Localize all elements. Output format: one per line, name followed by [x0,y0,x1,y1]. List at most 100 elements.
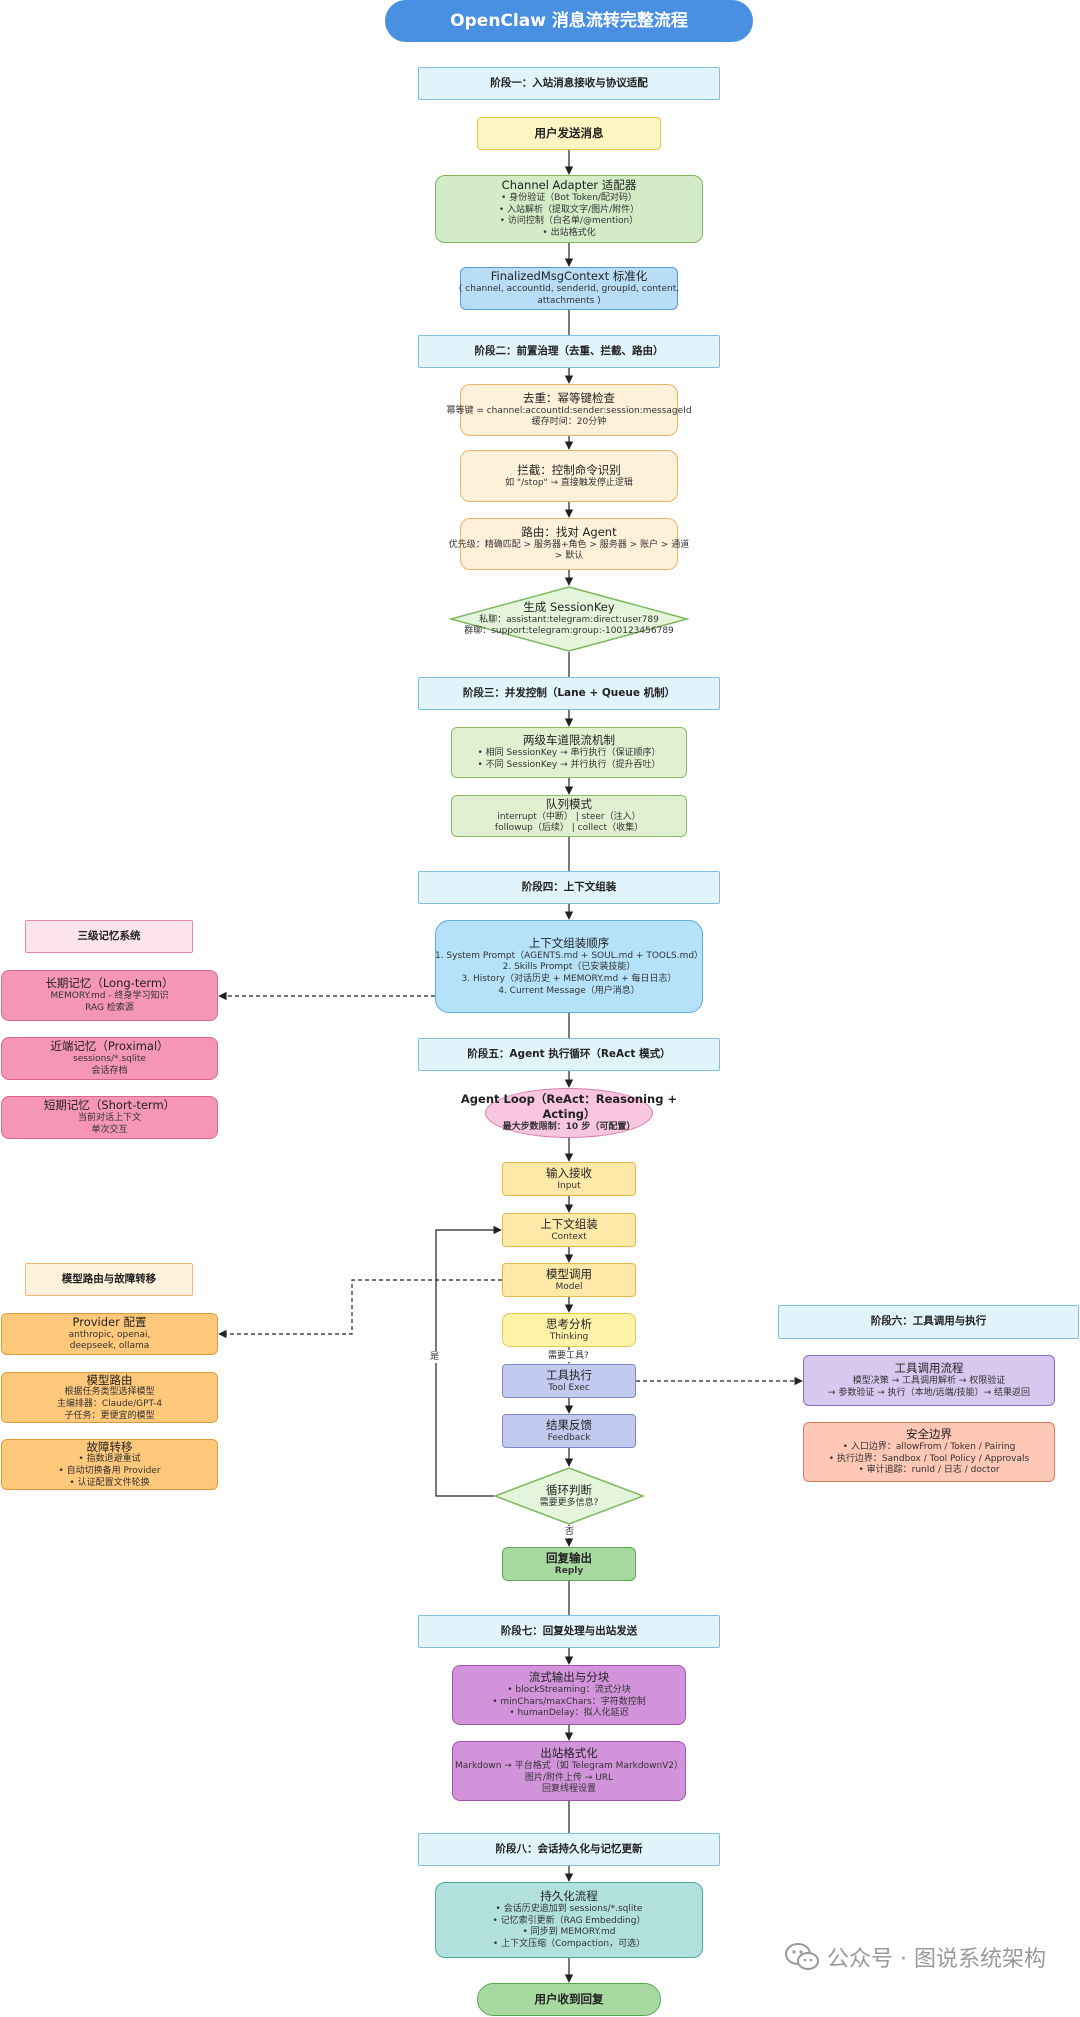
node-mem-short: 短期记忆（Short-term）当前对话上下文单次交互 [1,1096,218,1139]
node-line: 故障转移 [86,1439,133,1454]
node-line: 安全边界 [906,1427,952,1441]
node-line: Channel Adapter 适配器 [501,178,637,193]
node-streaming: 流式输出与分块• blockStreaming：流式分块• minChars/m… [452,1665,686,1725]
node-line: RAG 检索源 [85,1002,134,1013]
node-line: 缓存时间：20分钟 [531,417,607,428]
node-line: 出站格式化 [540,1746,598,1760]
node-line: Reply [554,1565,584,1576]
node-line: followup（后续） | collect（收集） [494,823,644,834]
node-line: 根据任务类型选择模型 [64,1387,155,1398]
node-line: 生成 SessionKey [523,599,615,614]
node-line: 三级记忆系统 [77,929,141,942]
node-line: 主编排器：Claude/GPT-4 [56,1399,163,1410]
node-line: 最大步数限制：10 步（可配置） [502,1122,636,1133]
node-line: • 自动切换备用 Provider [58,1466,161,1477]
node-line: MEMORY.md - 终身学习知识 [50,991,169,1002]
node-line: Context [551,1231,587,1242]
node-line: attachments ) [537,295,601,306]
node-line: Thinking [549,1331,589,1342]
edge-model-to-provider [218,1279,502,1339]
node-line: 4. Current Message（用户消息） [498,985,640,996]
node-line: • 访问控制（白名单/@mention） [499,216,639,227]
node-line: 持久化流程 [540,1889,598,1904]
node-line: 长期记忆（Long-term） [45,976,174,991]
node-line: ( channel, accountId, senderId, groupId,… [458,284,680,295]
node-line: 工具调用流程 [894,1361,964,1376]
node-line: 阶段一：入站消息接收与协议适配 [490,76,648,89]
node-line: Provider 配置 [72,1314,147,1329]
node-line: 幂等键 = channel:accountId:sender:session:m… [446,405,692,416]
node-line: 近端记忆（Proximal） [50,1039,169,1054]
node-line: • minChars/maxChars：字符数控制 [492,1696,646,1707]
node-line: 工具执行 [546,1367,592,1382]
node-line: 输入接收 [546,1165,592,1180]
node-line: anthropic, openai, [68,1329,151,1340]
node-line: 思考分析 [546,1316,592,1331]
node-line: Input [557,1180,581,1191]
node-line: • 身份验证（Bot Token/配对码） [501,193,637,204]
diagram-title: OpenClaw 消息流转完整流程 [385,0,753,42]
node-line: • 会话历史追加到 sessions/*.sqlite [495,1904,643,1915]
edge-label-yes: 是 [428,1351,442,1363]
watermark-text: 公众号 · 图说系统架构 [827,1947,1046,1972]
node-line: 用户收到回复 [534,1992,604,2007]
node-line: FinalizedMsgContext 标准化 [490,269,648,284]
node-line: • 出站格式化 [542,228,596,239]
node-line: Agent Loop（ReAct：Reasoning + [460,1092,678,1107]
node-line: 上下文组装 [540,1216,598,1231]
node-line: 1. System Prompt（AGENTS.md + SOUL.md + T… [434,950,704,961]
node-tool-flow: 工具调用流程模型决策 → 工具调用解析 → 权限验证→ 参数验证 → 执行（本地… [803,1355,1055,1406]
node-line: 子任务：更便宜的模型 [64,1410,155,1421]
node-line: 回复输出 [546,1550,592,1565]
node-line: 会话存档 [91,1065,128,1076]
node-lane: 两级车道限流机制• 相同 SessionKey → 串行执行（保证顺序）• 不同… [451,727,687,778]
node-line: Model [555,1281,583,1292]
node-line: • 认证配置文件轮换 [69,1477,150,1488]
node-stage2: 阶段二：前置治理（去重、拦截、路由） [418,335,720,368]
node-line: 短期记忆（Short-term） [43,1098,176,1113]
node-finalized-ctx: FinalizedMsgContext 标准化( channel, accoun… [458,267,680,310]
node-stage3: 阶段三：并发控制（Lane + Queue 机制） [418,677,720,710]
node-line: → 参数验证 → 执行（本地/远端/技能）→ 结果返回 [827,1387,1031,1398]
node-line: 队列模式 [546,796,592,811]
node-line: 当前对话上下文 [77,1113,141,1124]
node-line: • 入口边界：allowFrom / Token / Pairing [842,1441,1016,1452]
node-stage1: 阶段一：入站消息接收与协议适配 [418,67,720,100]
node-line: • 审计追踪：runId / 日志 / doctor [858,1465,1000,1476]
node-line: 阶段四：上下文组装 [521,880,617,893]
node-line: 单次交互 [91,1124,128,1135]
node-failover: 故障转移• 指数退避重试• 自动切换备用 Provider• 认证配置文件轮换 [1,1439,218,1490]
node-line: 阶段八：会话持久化与记忆更新 [495,1842,643,1855]
node-stage5: 阶段五：Agent 执行循环（ReAct 模式） [418,1038,720,1071]
node-memory-hdr: 三级记忆系统 [25,920,193,953]
node-line: 模型决策 → 工具调用解析 → 权限验证 [852,1376,1006,1387]
node-line: interrupt（中断） | steer（注入） [497,811,641,822]
watermark: 公众号 · 图说系统架构 [785,1941,1046,1973]
node-line: 阶段二：前置治理（去重、拦截、路由） [474,344,664,357]
node-line: Markdown → 平台格式（如 Telegram MarkdownV2） [454,1760,684,1771]
wechat-icon [785,1943,820,1970]
node-line: 群聊：support:telegram:group:-100123456789 [464,626,674,637]
node-line: 上下文组装顺序 [528,935,610,950]
node-stage8: 阶段八：会话持久化与记忆更新 [418,1833,720,1866]
node-line: 阶段七：回复处理与出站发送 [500,1624,638,1637]
node-line: 流式输出与分块 [528,1670,610,1684]
node-line: 模型路由与故障转移 [61,1272,157,1285]
node-agent-loop: Agent Loop（ReAct：Reasoning +Acting）最大步数限… [461,1088,677,1138]
node-security: 安全边界• 入口边界：allowFrom / Token / Pairing • … [803,1422,1055,1482]
node-dedupe: 去重：幂等键检查幂等键 = channel:accountId:sender:s… [446,384,692,436]
node-line: 图片/附件上传 → URL [524,1772,614,1783]
node-line: 3. History（对话历史 + MEMORY.md + 每日日志） [461,973,677,984]
node-line: > 默认 [554,551,584,562]
node-line: 需要更多信息? [539,1497,599,1508]
